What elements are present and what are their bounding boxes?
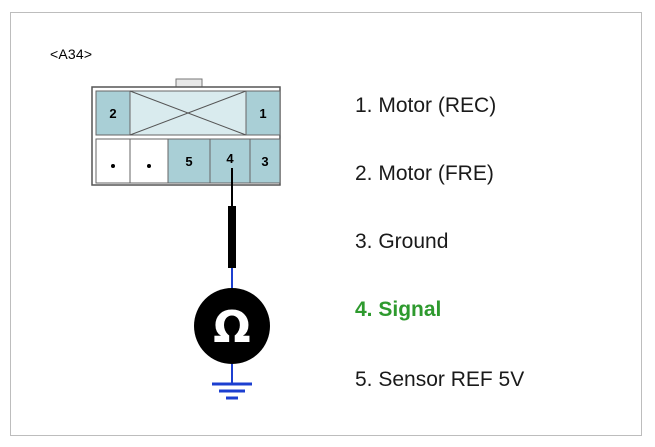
ohmmeter-icon: Ω [194, 288, 270, 364]
pin-cell-empty [95, 138, 131, 184]
pin-label-4: 4 [226, 151, 234, 166]
blank-cross-line [129, 90, 247, 136]
pin-label-2: 2 [109, 106, 116, 121]
pin-cell-1 [245, 90, 281, 136]
ground-icon [212, 364, 252, 400]
pin-cell-empty [129, 138, 169, 184]
legend-item-1: 1. Motor (REC) [355, 94, 497, 117]
pin-label-3: 3 [261, 154, 268, 169]
legend-item-3: 3. Ground [355, 230, 449, 253]
pin-label-1: 1 [259, 106, 266, 121]
connector-id: <A34> [50, 46, 93, 62]
legend-item-2: 2. Motor (FRE) [355, 162, 494, 185]
diagram-frame [10, 12, 642, 436]
legend-item-4: 4. Signal [355, 298, 442, 321]
legend-item-5: 5. Sensor REF 5V [355, 368, 525, 391]
ohm-symbol: Ω [213, 302, 250, 353]
probe-lead [228, 206, 236, 268]
pin-cell-3 [249, 138, 281, 184]
pin-label-5: 5 [185, 154, 192, 169]
pin-dot [147, 164, 151, 168]
pin-cell-2 [95, 90, 131, 136]
pin-dot [111, 164, 115, 168]
